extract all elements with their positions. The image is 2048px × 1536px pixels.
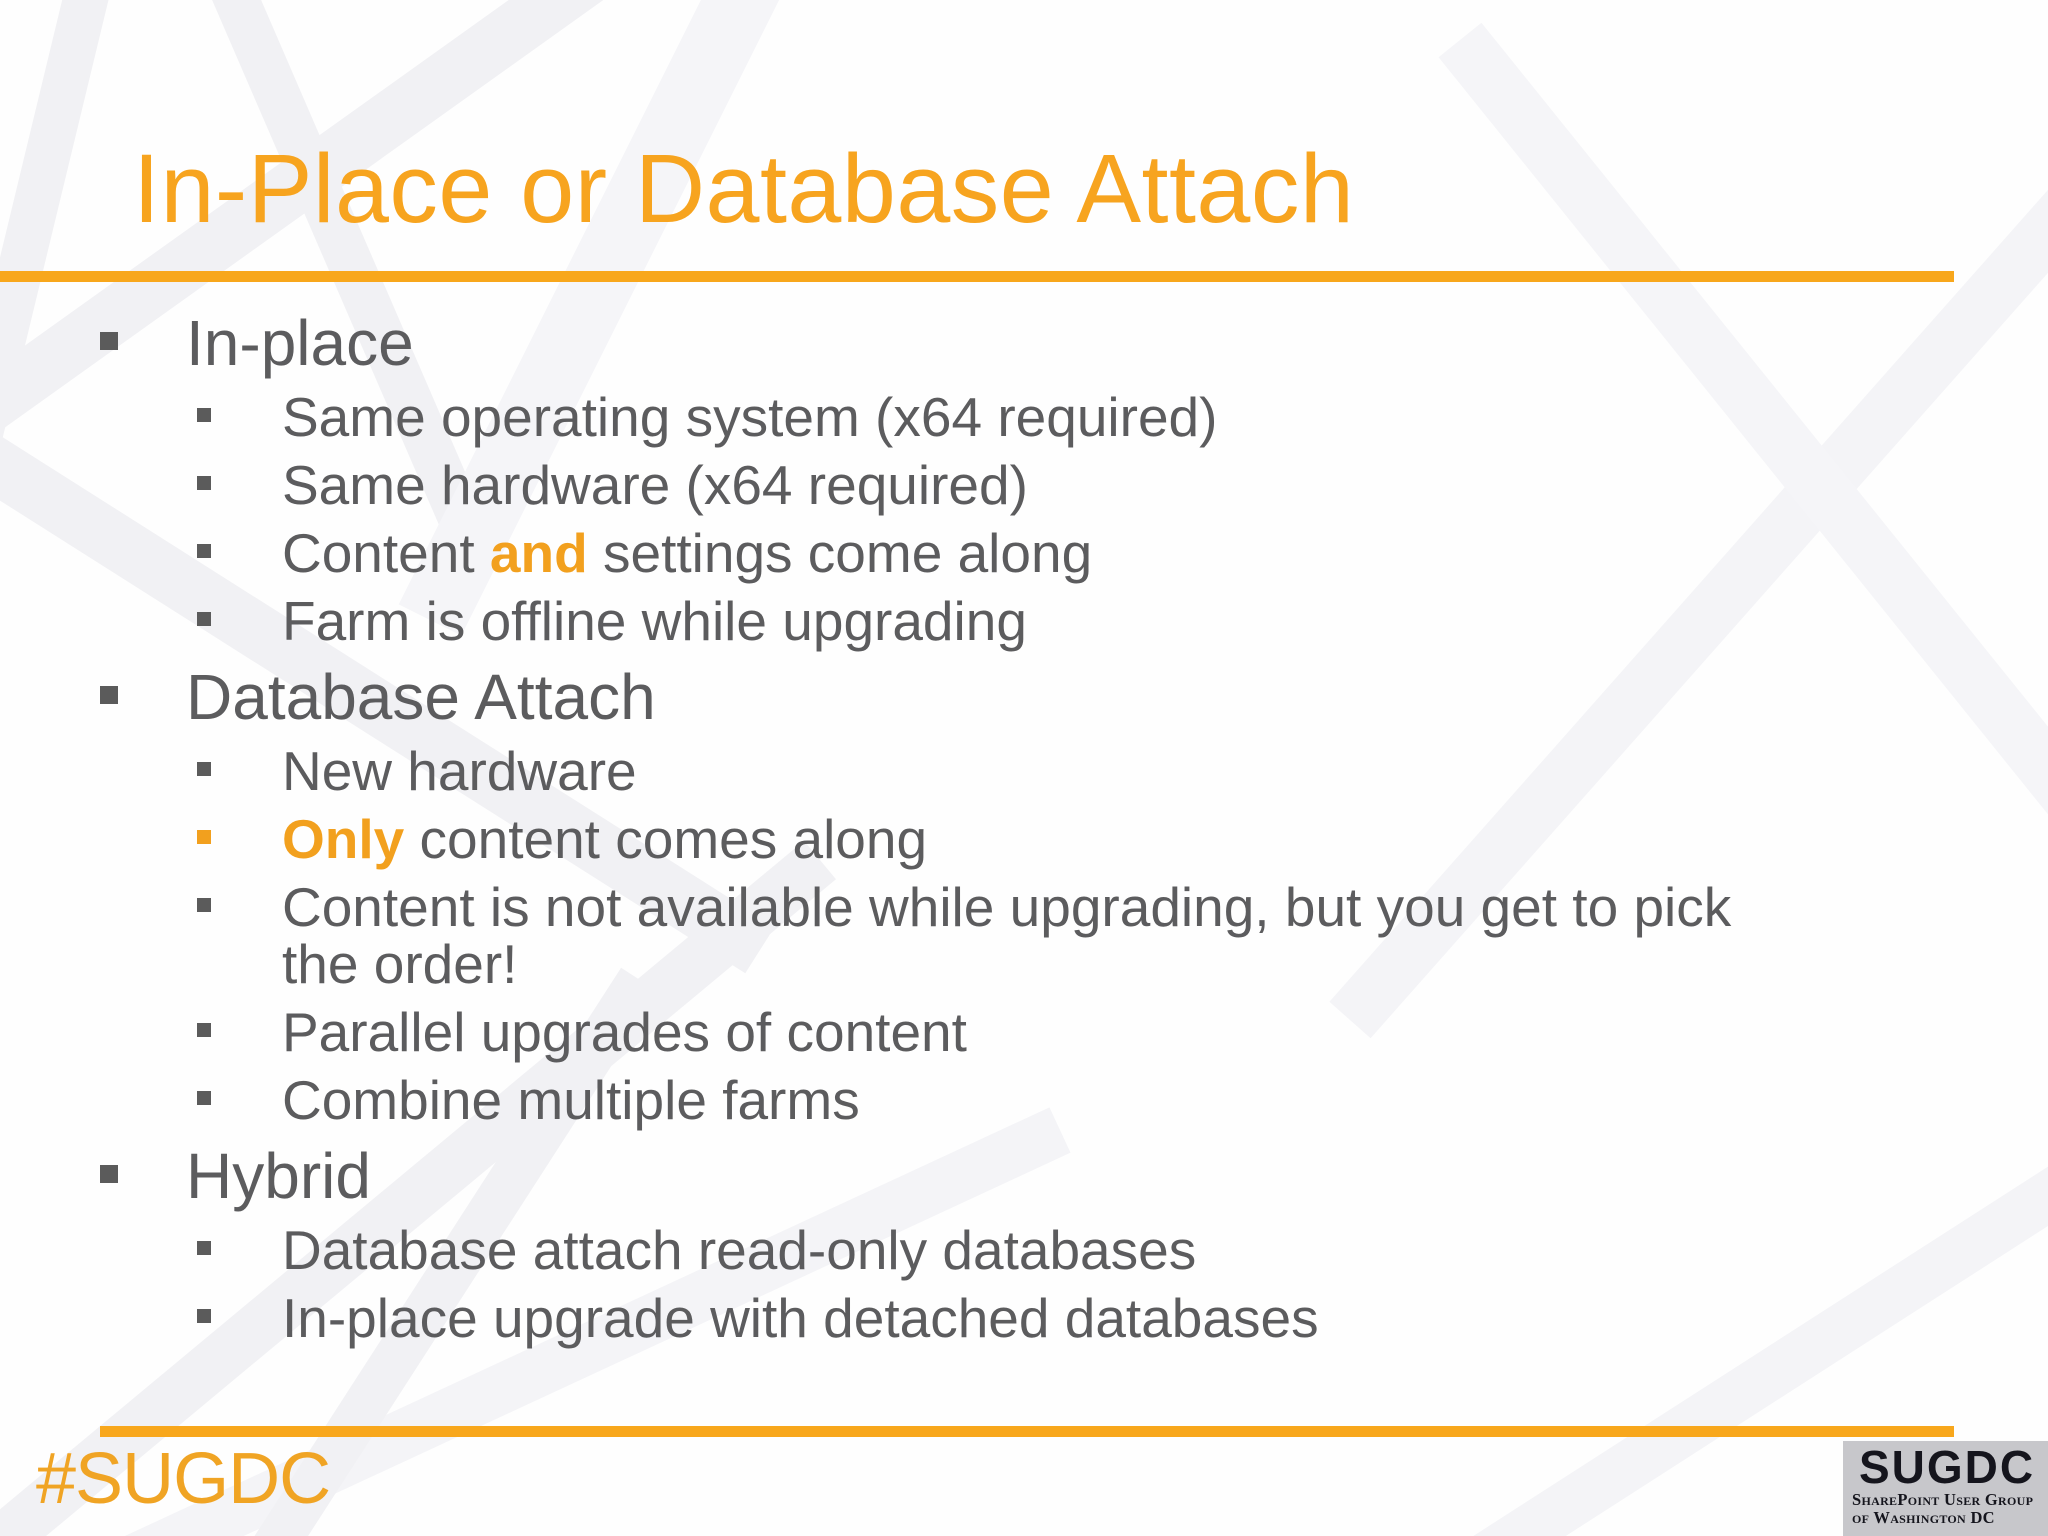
bullet-square-icon [197,1241,211,1255]
bullet-square-icon [197,830,211,844]
bullet-item: Content is not available while upgrading… [0,879,2048,993]
bullet-item: Only content comes along [0,811,2048,868]
bullet-square-icon [100,332,118,350]
bullet-text: Database attach read-only databases [282,1219,1197,1281]
bullet-text: Combine multiple farms [282,1069,860,1131]
bullet-text: Only content comes along [282,808,928,870]
bullet-item: New hardware [0,743,2048,800]
bullet-text: Hybrid [186,1140,371,1212]
hashtag-label: #SUGDC [36,1439,331,1519]
bullet-text: Database Attach [186,661,656,733]
bullet-square-icon [100,686,118,704]
bullet-text: Parallel upgrades of content [282,1001,967,1063]
bullet-text: Farm is offline while upgrading [282,590,1027,652]
bullet-item: Hybrid [0,1141,2048,1211]
logo-subtitle: SharePoint User Group of Washington DC [1852,1491,2048,1527]
bullet-square-icon [197,1023,211,1037]
bullet-square-icon [197,1309,211,1323]
bullet-item: Same operating system (x64 required) [0,389,2048,446]
bullet-square-icon [197,762,211,776]
bullet-text: In-place [186,307,414,379]
bullet-square-icon [197,476,211,490]
bullet-square-icon [197,898,211,912]
bullet-text: Same operating system (x64 required) [282,386,1218,448]
sugdc-logo: SUGDC SharePoint User Group of Washingto… [1843,1441,2048,1536]
logo-acronym: SUGDC [1859,1441,2036,1493]
title-underline [0,271,1954,282]
bullet-text: Content is not available while upgrading… [282,876,1732,995]
bullet-item: In-place upgrade with detached databases [0,1290,2048,1347]
bullet-square-icon [100,1165,118,1183]
bullet-item: Farm is offline while upgrading [0,593,2048,650]
bullet-item: Same hardware (x64 required) [0,457,2048,514]
footer-divider [100,1426,1954,1437]
slide-title: In-Place or Database Attach [133,134,1355,243]
bullet-item: Content and settings come along [0,525,2048,582]
bullet-item: Parallel upgrades of content [0,1004,2048,1061]
logo-subtitle-line2: of Washington DC [1852,1507,1995,1527]
bullet-text: Content and settings come along [282,522,1093,584]
bullet-text: In-place upgrade with detached databases [282,1287,1319,1349]
bullet-item: Database Attach [0,662,2048,732]
bullet-square-icon [197,612,211,626]
bullet-text: Same hardware (x64 required) [282,454,1028,516]
bullet-square-icon [197,408,211,422]
bullet-square-icon [197,544,211,558]
bullet-item: Database attach read-only databases [0,1222,2048,1279]
bullet-item: In-place [0,308,2048,378]
bullet-text: New hardware [282,740,637,802]
bullet-item: Combine multiple farms [0,1072,2048,1129]
logo-subtitle-line1: SharePoint User Group [1852,1490,2034,1509]
bullet-square-icon [197,1091,211,1105]
